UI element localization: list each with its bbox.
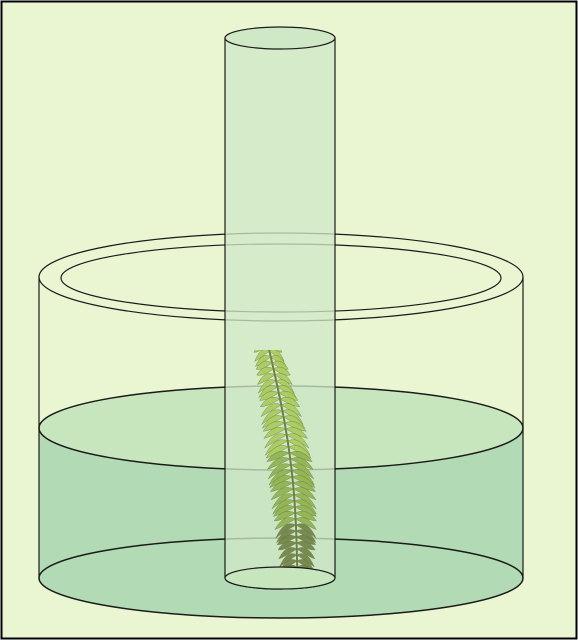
test-tube-top — [225, 27, 335, 49]
test-tube-bottom — [225, 567, 335, 589]
